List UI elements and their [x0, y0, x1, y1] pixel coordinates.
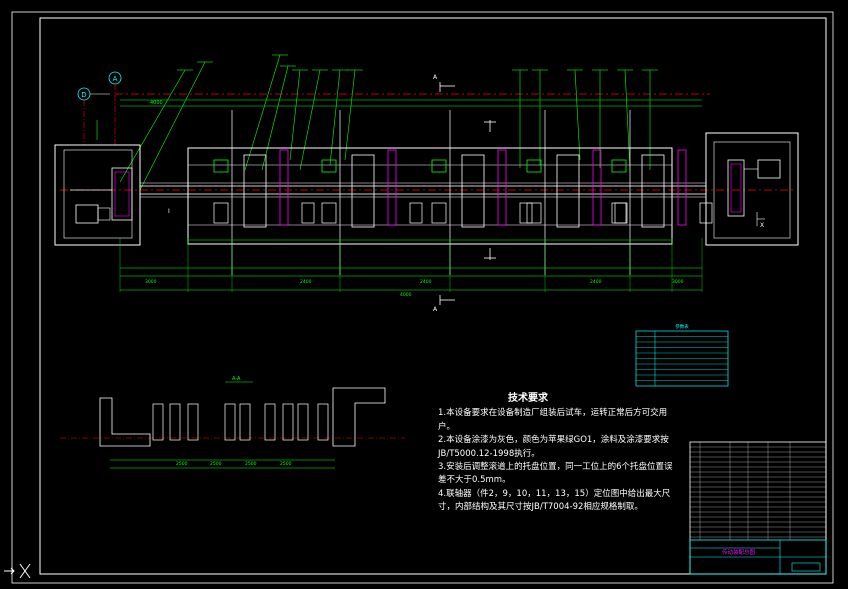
- leader-line: [139, 61, 206, 191]
- axis-label-a: A: [113, 75, 118, 83]
- sprocket: [387, 149, 397, 226]
- section-marker-bottom: A: [433, 295, 455, 313]
- leader-line: [329, 69, 341, 166]
- bearing-block: [699, 202, 713, 224]
- leader-line: [289, 69, 301, 161]
- section-block: [264, 403, 276, 441]
- leader-line: [574, 69, 581, 161]
- section-label-top: A: [433, 74, 438, 81]
- plan-dimensions: [119, 238, 703, 292]
- bearing-block: [431, 202, 447, 224]
- leader-line: [261, 65, 289, 171]
- part-leaders: [119, 54, 658, 191]
- gear-motor: [321, 159, 337, 173]
- sprocket: [497, 149, 507, 226]
- section-marker-top: A: [433, 74, 455, 92]
- section-block: [317, 403, 329, 441]
- view-mark-label: I: [168, 208, 170, 215]
- sub-dim-a: 2500: [176, 461, 188, 467]
- ucs-axis-icon: [4, 563, 31, 579]
- view-marker: [484, 120, 496, 260]
- section-view-aa[interactable]: A-A: [60, 376, 405, 469]
- bearing-block: [321, 202, 337, 224]
- section-block: [297, 403, 309, 441]
- station-frame: [641, 154, 665, 228]
- sub-dim-b: 2500: [210, 461, 222, 467]
- bearing-block: [611, 202, 627, 224]
- dim-left-offset: 3000: [145, 279, 157, 285]
- section-view-title: A-A: [232, 376, 241, 382]
- dim-plan-b: 2400: [420, 279, 432, 285]
- parameter-table[interactable]: 参数表: [635, 323, 729, 387]
- top-span-dimension: 4000: [150, 100, 163, 106]
- main-shaft[interactable]: [139, 182, 707, 198]
- dim-right-offset: 3000: [672, 279, 684, 285]
- sprocket: [592, 149, 602, 226]
- right-drive-station[interactable]: X: [705, 132, 799, 246]
- leader-line: [624, 69, 631, 171]
- sprocket: [279, 149, 289, 226]
- axis-bubbles: D A: [77, 71, 122, 145]
- dim-plan-a: 2400: [300, 279, 312, 285]
- dim-total: 4000: [400, 292, 412, 298]
- main-frame: [187, 147, 673, 245]
- top-dimensions: [96, 99, 702, 140]
- sub-dim-c: 2500: [245, 461, 257, 467]
- right-gearbox: [727, 159, 745, 217]
- section-block: [224, 403, 236, 441]
- bearing-block: [213, 202, 229, 224]
- tech-requirements-title: 技术要求: [508, 393, 548, 404]
- section-block: [187, 403, 199, 441]
- tech-requirement-4: 4.联轴器（件2，9，10，11，13，15）定位图中给出最大尺寸，内部结构及其…: [438, 488, 671, 513]
- tech-requirement-2: 2.本设备涂漆为灰色，颜色为苹果绿GO1，涂料及涂漆要求按JB/T5000.12…: [438, 435, 669, 459]
- parameter-table-title: 参数表: [675, 323, 689, 330]
- gear-motor: [213, 159, 229, 173]
- leader-line: [244, 54, 281, 171]
- sub-dim-d: 2500: [280, 461, 292, 467]
- inner-frame: [39, 17, 827, 575]
- sprocket: [677, 149, 687, 226]
- section-block: [169, 403, 181, 441]
- station-frame: [556, 154, 580, 228]
- section-label-bottom: A: [433, 306, 438, 313]
- axis-label-d: D: [81, 91, 86, 99]
- station-frame: [243, 154, 267, 228]
- bearing-block: [301, 202, 315, 224]
- leader-line: [299, 69, 321, 171]
- tech-requirement-1: 1.本设备要求在设备制造厂组装后试车，运转正常后方可交用户。: [438, 408, 668, 432]
- section-block: [239, 403, 251, 441]
- title-block[interactable]: 传动装配总图: [689, 441, 827, 575]
- section-block: [282, 403, 294, 441]
- leader-line: [344, 69, 356, 161]
- tech-requirement-3: 3.安装后调整滚道上的托盘位置，同一工位上的6个托盘位置误差不大于0.5mm。: [438, 462, 673, 486]
- bearing-block: [409, 202, 423, 224]
- bearing-block: [519, 202, 533, 224]
- station-frame: [461, 154, 485, 228]
- drawing-title: 传动装配总图: [722, 548, 756, 556]
- bearing-block: [526, 202, 542, 224]
- technical-requirements: 技术要求 1.本设备要求在设备制造厂组装后试车，运转正常后方可交用户。 2.本设…: [438, 392, 678, 515]
- gear-motor: [526, 159, 542, 173]
- left-gearbox: [111, 167, 133, 221]
- gear-motor: [431, 159, 447, 173]
- station-frame: [351, 154, 375, 228]
- right-view-mark: X: [760, 222, 764, 229]
- left-drive-station[interactable]: [54, 144, 141, 246]
- leader-line: [119, 69, 186, 183]
- outer-frame: [11, 11, 834, 584]
- section-block: [152, 403, 164, 441]
- gear-motor: [611, 159, 627, 173]
- dim-plan-c: 2400: [590, 279, 602, 285]
